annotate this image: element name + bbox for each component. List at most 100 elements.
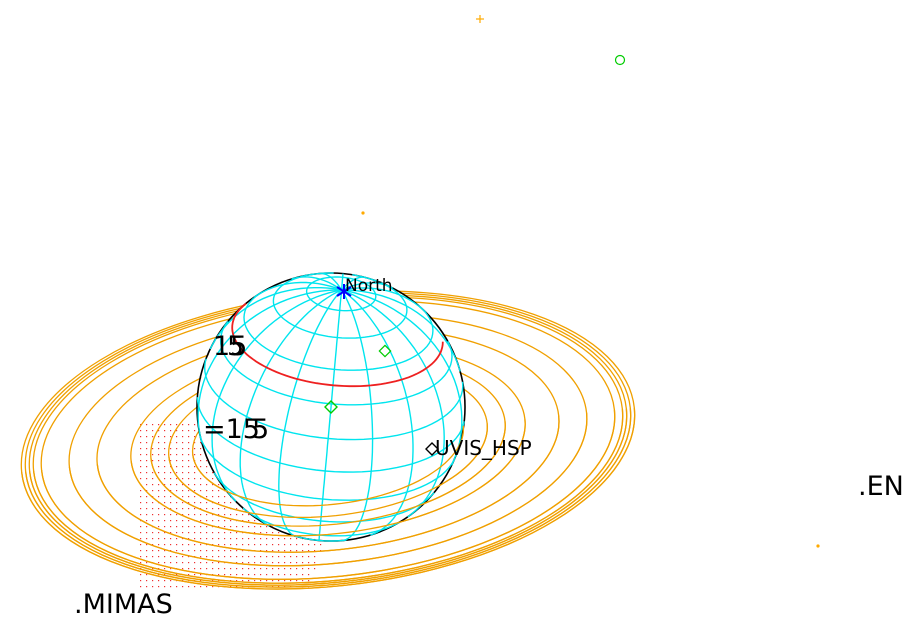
footprint-dot <box>290 562 292 564</box>
footprint-dot <box>248 568 250 570</box>
footprint-dot <box>272 538 274 540</box>
footprint-dot <box>158 454 160 456</box>
footprint-dot <box>230 538 232 540</box>
footprint-dot <box>296 556 298 558</box>
footprint-dot <box>146 460 148 462</box>
footprint-dot <box>236 514 238 516</box>
footprint-dot <box>164 460 166 462</box>
footprint-dot <box>146 526 148 528</box>
footprint-dot <box>170 508 172 510</box>
footprint-dot <box>188 568 190 570</box>
footprint-dot <box>176 514 178 516</box>
footprint-dot <box>152 586 154 588</box>
footprint-dot <box>194 424 196 426</box>
footprint-dot <box>206 466 208 468</box>
footprint-dot <box>236 538 238 540</box>
footprint-dot <box>164 538 166 540</box>
longitude-line <box>253 281 342 298</box>
footprint-dot <box>170 490 172 492</box>
ring-front-arc <box>21 407 636 590</box>
footprint-dot <box>206 532 208 534</box>
footprint-dot <box>146 538 148 540</box>
footprint-dot <box>152 424 154 426</box>
longitude-line <box>319 272 343 291</box>
footprint-dot <box>170 436 172 438</box>
footprint-dot <box>194 586 196 588</box>
footprint-dot <box>182 538 184 540</box>
footprint-dot <box>200 514 202 516</box>
footprint-dot <box>182 496 184 498</box>
footprint-dot <box>146 520 148 522</box>
footprint-dot <box>206 460 208 462</box>
footprint-dot <box>284 562 286 564</box>
footprint-dot <box>308 544 310 546</box>
footprint-dot <box>212 472 214 474</box>
rings-front <box>21 407 636 590</box>
footprint-dot <box>266 562 268 564</box>
footprint-dot <box>218 520 220 522</box>
footprint-dot <box>290 556 292 558</box>
footprint-dot <box>218 574 220 576</box>
footprint-dot <box>146 532 148 534</box>
footprint-dot <box>218 496 220 498</box>
footprint-dot <box>164 496 166 498</box>
footprint-dot <box>158 580 160 582</box>
footprint-dot <box>182 436 184 438</box>
footprint-dot <box>146 580 148 582</box>
longitude-line <box>341 289 461 372</box>
footprint-dot <box>194 490 196 492</box>
footprint-dot <box>140 562 142 564</box>
footprint-dot <box>194 508 196 510</box>
footprint-dot <box>224 532 226 534</box>
footprint-dot <box>194 544 196 546</box>
footprint-dot <box>254 568 256 570</box>
footprint-dot <box>164 430 166 432</box>
footprint-dot <box>170 526 172 528</box>
footprint-dot <box>218 484 220 486</box>
footprint-dot <box>266 568 268 570</box>
footprint-dot <box>194 514 196 516</box>
footprint-dot <box>158 460 160 462</box>
footprint-dot <box>158 562 160 564</box>
footprint-dot <box>158 556 160 558</box>
footprint-dot <box>140 514 142 516</box>
footprint-dot <box>272 526 274 528</box>
ring-front-arc <box>40 409 616 580</box>
footprint-dot <box>152 532 154 534</box>
footprint-dot <box>188 562 190 564</box>
footprint-dot <box>230 526 232 528</box>
green-diamond-icon <box>324 400 338 414</box>
footprint-dot <box>158 466 160 468</box>
footprint-dot <box>230 520 232 522</box>
footprint-dot <box>212 484 214 486</box>
footprint-dot <box>182 430 184 432</box>
footprint-dot <box>158 514 160 516</box>
footprint-dot <box>152 520 154 522</box>
footprint-dot <box>236 574 238 576</box>
footprint-dot <box>284 550 286 552</box>
footprint-dot <box>182 508 184 510</box>
footprint-dot <box>230 514 232 516</box>
footprint-dot <box>164 442 166 444</box>
footprint-dot <box>158 448 160 450</box>
footprint-dot <box>218 490 220 492</box>
footprint-dot <box>158 442 160 444</box>
footprint-dot <box>254 574 256 576</box>
footprint-dot <box>284 538 286 540</box>
footprint-dot <box>188 514 190 516</box>
footprint-dot <box>308 550 310 552</box>
footprint-dot <box>230 532 232 534</box>
footprint-dot <box>272 562 274 564</box>
footprint-dot <box>278 574 280 576</box>
footprint-dot <box>302 574 304 576</box>
footprint-dot <box>188 454 190 456</box>
footprint-dot <box>242 538 244 540</box>
footprint-dot <box>152 478 154 480</box>
longitude-line <box>211 289 342 502</box>
footprint-dot <box>140 478 142 480</box>
footprint-dot <box>164 424 166 426</box>
footprint-dot <box>194 484 196 486</box>
footprint-dot <box>254 520 256 522</box>
footprint-dot <box>176 472 178 474</box>
ring-front-arc <box>168 423 488 519</box>
